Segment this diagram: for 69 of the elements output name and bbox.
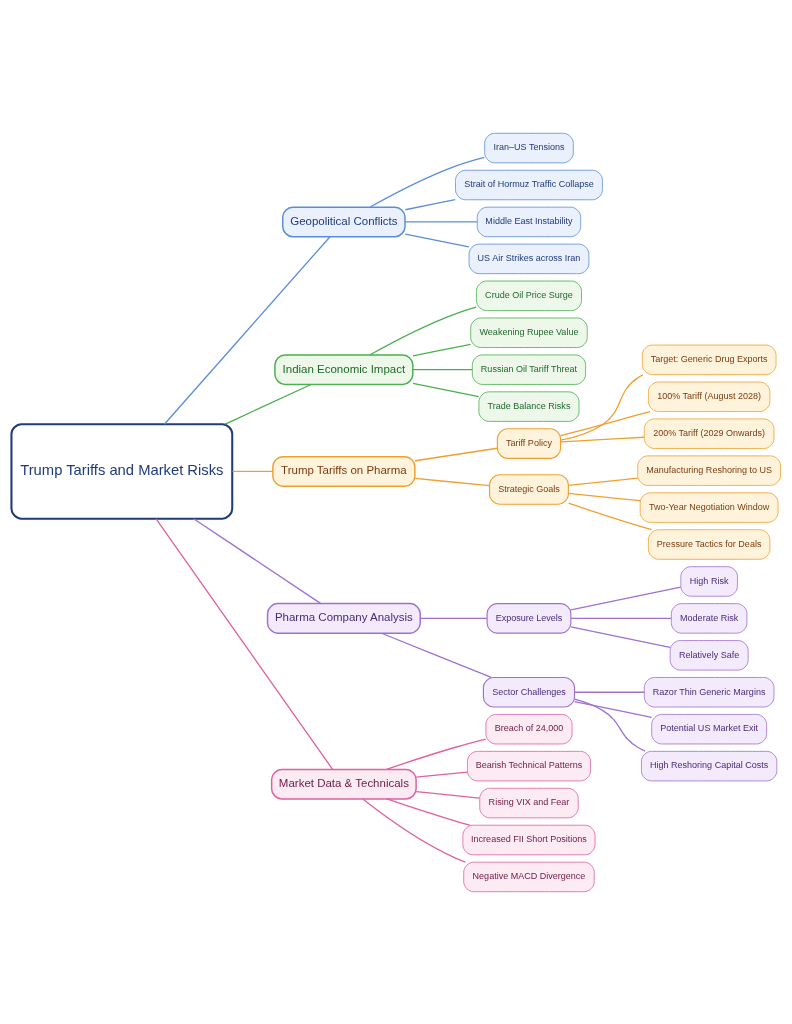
connector <box>573 691 645 693</box>
connector <box>570 617 672 619</box>
connector <box>559 410 651 436</box>
connector <box>570 625 671 648</box>
node-box: 100% Tariff (August 2028) <box>648 381 771 412</box>
node-box: Moderate Risk <box>670 602 748 634</box>
connector <box>404 220 478 223</box>
connector <box>362 797 467 863</box>
node-box: Trump Tariffs on Pharma <box>272 455 416 487</box>
connector <box>567 501 653 530</box>
connector <box>567 476 639 486</box>
connector <box>570 586 682 611</box>
node-box: 200% Tariff (2029 Onwards) <box>643 418 775 449</box>
connector <box>567 492 641 501</box>
connector <box>573 700 653 718</box>
node-box: Sector Challenges <box>482 676 576 708</box>
node-box: Trade Balance Risks <box>478 390 580 422</box>
node-box: Relatively Safe <box>669 639 749 670</box>
connector <box>369 156 485 208</box>
node-box: Bearish Technical Patterns <box>467 750 591 781</box>
connector <box>414 447 498 461</box>
node-box: Middle East Instability <box>476 206 582 237</box>
node-box: High Reshoring Capital Costs <box>641 750 778 781</box>
connector <box>192 517 322 604</box>
node-box: Pharma Company Analysis <box>266 602 421 634</box>
connector <box>380 632 492 678</box>
connector <box>414 477 491 486</box>
connector <box>155 517 334 770</box>
connector <box>560 436 645 442</box>
connector <box>163 235 331 425</box>
node-box: Exposure Levels <box>486 602 572 634</box>
node-box: High Risk <box>680 565 738 597</box>
connector <box>369 306 477 355</box>
node-box: Target: Generic Drug Exports <box>641 344 777 375</box>
node-box: Potential US Market Exit <box>651 713 767 744</box>
connector <box>574 698 646 752</box>
node-box: Market Data & Technicals <box>270 768 417 800</box>
node-box: Strait of Hormuz Traffic Collapse <box>455 169 603 200</box>
connector <box>419 617 488 619</box>
connector <box>412 343 472 357</box>
node-box: Breach of 24,000 <box>485 713 573 744</box>
node-box: Negative MACD Divergence <box>463 861 595 892</box>
node-box: Manufacturing Reshoring to US <box>637 454 781 486</box>
connector <box>412 368 473 370</box>
connector <box>415 770 468 778</box>
node-box: US Air Strikes across Iran <box>468 243 590 274</box>
node-box: Russian Oil Tariff Threat <box>471 354 586 385</box>
node-box: Razor Thin Generic Margins <box>643 676 775 707</box>
node-box: Pressure Tactics for Deals <box>648 528 771 560</box>
connector <box>386 797 471 826</box>
node-box: Crude Oil Price Surge <box>476 280 582 311</box>
connector <box>224 383 312 425</box>
node-box: Iran–US Tensions <box>484 132 574 163</box>
node-box: Weakening Rupee Value <box>470 317 588 348</box>
node-box: Rising VIX and Fear <box>479 787 579 818</box>
node-box: Strategic Goals <box>489 473 569 505</box>
connector <box>560 373 644 441</box>
connector <box>404 198 456 210</box>
connector <box>231 470 274 472</box>
node-box: Indian Economic Impact <box>274 353 414 385</box>
node-box: Increased FII Short Positions <box>462 824 596 855</box>
node-box: Two-Year Negotiation Window <box>639 491 779 523</box>
node-box: Geopolitical Conflicts <box>282 205 406 237</box>
node-box: Trump Tariffs and Market Risks <box>10 422 234 520</box>
node-box: Tariff Policy <box>496 427 562 459</box>
connector <box>412 382 480 397</box>
connector <box>404 232 470 248</box>
connector <box>415 790 481 799</box>
connector <box>385 738 487 770</box>
